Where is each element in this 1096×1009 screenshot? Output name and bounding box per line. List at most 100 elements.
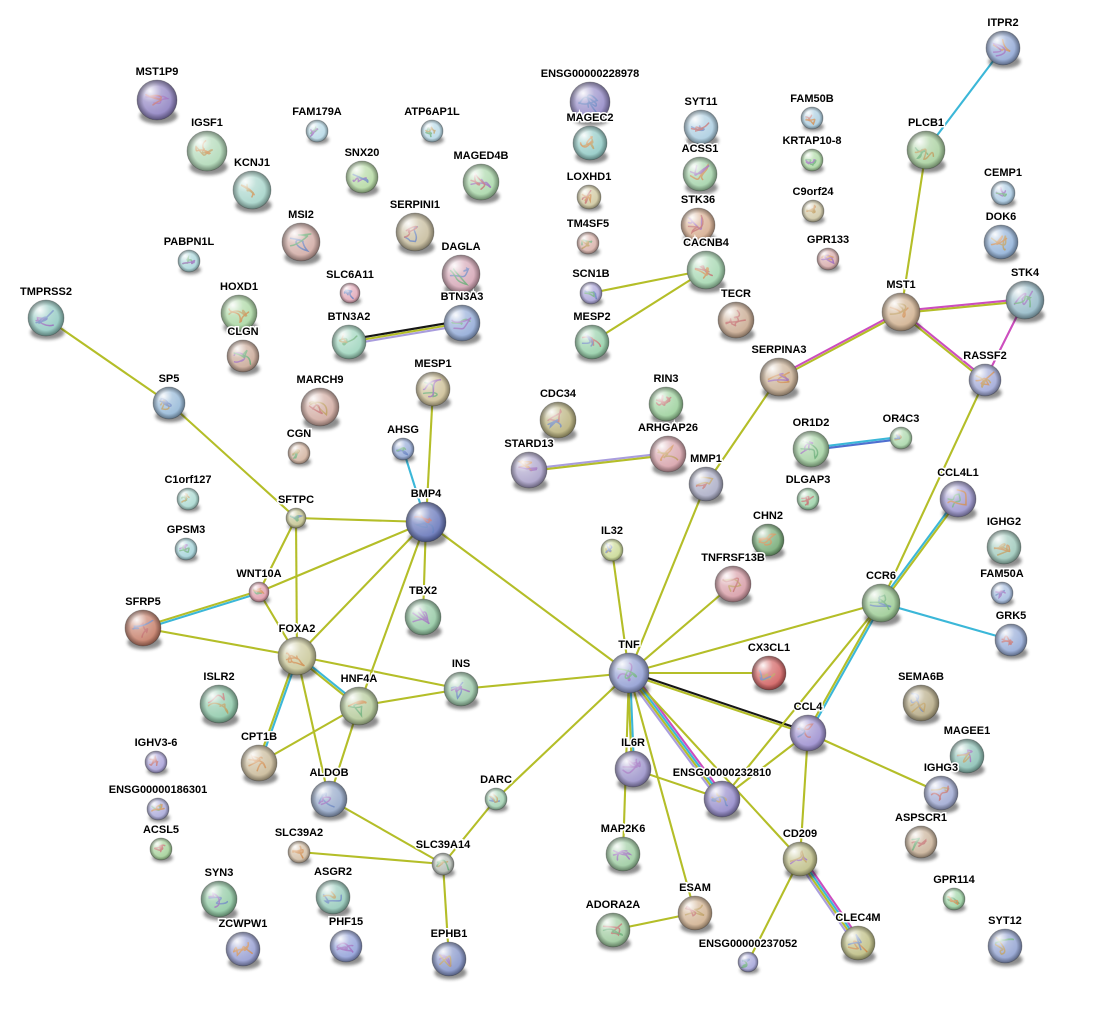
node-WNT10A[interactable] bbox=[248, 581, 270, 604]
node-TNFRSF13B[interactable] bbox=[714, 565, 752, 606]
edge-SERPINA3-MST1-olive[interactable] bbox=[779, 312, 902, 379]
edge-TNF-ESAM-olive[interactable] bbox=[627, 672, 697, 914]
node-ASGR2[interactable] bbox=[315, 879, 351, 918]
edge-STARD13-ARHGAP26-olive[interactable] bbox=[528, 454, 669, 473]
node-MST1P9[interactable] bbox=[136, 79, 178, 124]
node-CD209[interactable] bbox=[782, 841, 818, 880]
edge-WNT10A-SFRP5-olive[interactable] bbox=[142, 589, 260, 628]
node-C1orf127[interactable] bbox=[176, 487, 200, 513]
edge-PLCB1-ITPR2-cyan[interactable] bbox=[925, 47, 1004, 151]
edge-SFRP5-FOXA2-olive[interactable] bbox=[142, 626, 298, 658]
edge-TNF-MMP1-olive[interactable] bbox=[628, 483, 707, 674]
edge-TMPRSS2-SP5-olive[interactable] bbox=[45, 317, 170, 404]
node-IGHV3-6[interactable] bbox=[144, 750, 168, 776]
node-SYN3[interactable] bbox=[200, 880, 238, 921]
edge-TNF-TNFRSF13B-olive[interactable] bbox=[628, 583, 734, 674]
node-GPSM3[interactable] bbox=[174, 537, 198, 563]
edge-TNF-CD209-olive[interactable] bbox=[628, 672, 801, 860]
node-ENSG00000228978[interactable] bbox=[569, 81, 611, 126]
node-SFTPC[interactable] bbox=[285, 507, 307, 530]
edge-RASSF2-CCR6-olive[interactable] bbox=[880, 379, 986, 604]
node-RIN3[interactable] bbox=[648, 386, 684, 425]
node-BTN3A3[interactable] bbox=[443, 304, 481, 345]
node-DLGAP3[interactable] bbox=[796, 487, 820, 513]
edge-MESP2-CACNB4-olive[interactable] bbox=[591, 269, 707, 343]
edge-BTN3A2-BTN3A3-lilac[interactable] bbox=[349, 324, 463, 346]
node-DAGLA[interactable] bbox=[441, 254, 481, 297]
edge-MESP1-BMP4-olive[interactable] bbox=[424, 388, 435, 523]
node-ENSG00000237052[interactable] bbox=[737, 951, 759, 974]
edge-SP5-SFTPC-olive[interactable] bbox=[168, 402, 297, 519]
node-SERPINA3[interactable] bbox=[759, 357, 799, 400]
edge-FOXA2-INS-olive[interactable] bbox=[296, 654, 462, 691]
node-TM4SF5[interactable] bbox=[576, 231, 600, 257]
node-CDC34[interactable] bbox=[539, 401, 577, 442]
edge-CCR6-GRK5-cyan[interactable] bbox=[880, 601, 1012, 642]
node-CX3CL1[interactable] bbox=[751, 655, 787, 694]
edge-TNF-IL32-olive[interactable] bbox=[610, 549, 631, 674]
node-PABPN1L[interactable] bbox=[177, 249, 201, 275]
node-MAGED4B[interactable] bbox=[462, 163, 500, 204]
edge-MST1-PLCB1-olive[interactable] bbox=[899, 149, 928, 313]
edge-SLC39A2-SLC39A14-olive[interactable] bbox=[298, 850, 444, 866]
edge-TNF-ENSG00000232810-lilac[interactable] bbox=[625, 674, 721, 802]
node-FAM50B[interactable] bbox=[800, 106, 824, 132]
node-HOXD1[interactable] bbox=[220, 294, 258, 335]
node-FOXA2[interactable] bbox=[277, 636, 317, 679]
node-INS[interactable] bbox=[443, 671, 479, 710]
node-GPR114[interactable] bbox=[942, 887, 966, 913]
node-MST1[interactable] bbox=[881, 292, 921, 335]
node-SYT11[interactable] bbox=[683, 109, 719, 148]
node-BMP4[interactable] bbox=[405, 501, 447, 546]
node-STK4[interactable] bbox=[1005, 280, 1045, 323]
node-OR4C3[interactable] bbox=[889, 426, 913, 452]
node-FAM50A[interactable] bbox=[990, 581, 1014, 607]
node-SLC6A11[interactable] bbox=[339, 282, 361, 305]
node-AHSG[interactable] bbox=[391, 437, 415, 463]
edge-ALDOB-SLC39A14-olive[interactable] bbox=[328, 798, 444, 865]
node-CLEC4M[interactable] bbox=[840, 925, 876, 964]
edge-CCR6-CCL4-cyan[interactable] bbox=[808, 603, 883, 735]
node-TECR[interactable] bbox=[717, 301, 755, 342]
node-ENSG00000232810[interactable] bbox=[703, 780, 741, 821]
node-SFRP5[interactable] bbox=[124, 609, 162, 650]
node-DOK6[interactable] bbox=[983, 224, 1019, 263]
edge-CCR6-ENSG00000232810-olive[interactable] bbox=[721, 602, 882, 800]
node-MAGEC2[interactable] bbox=[572, 125, 608, 164]
edge-BMP4-WNT10A-olive[interactable] bbox=[258, 521, 427, 593]
edge-SFTPC-WNT10A-olive[interactable] bbox=[258, 517, 297, 593]
node-CEMP1[interactable] bbox=[990, 180, 1016, 208]
node-ACSL5[interactable] bbox=[149, 837, 173, 863]
node-SEMA6B[interactable] bbox=[902, 684, 940, 725]
node-CCL4[interactable] bbox=[789, 714, 827, 755]
node-SERPINI1[interactable] bbox=[395, 212, 435, 255]
edge-BMP4-TNF-olive[interactable] bbox=[425, 521, 630, 674]
edge-FOXA2-ALDOB-olive[interactable] bbox=[295, 655, 331, 800]
node-KCNJ1[interactable] bbox=[232, 170, 272, 213]
node-CPT1B[interactable] bbox=[240, 744, 278, 785]
node-HNF4A[interactable] bbox=[339, 686, 379, 729]
edge-SERPINA3-MST1-magenta[interactable] bbox=[778, 310, 901, 377]
node-KRTAP10-8[interactable] bbox=[800, 148, 824, 174]
edge-TNF-CCL4-black[interactable] bbox=[629, 670, 809, 733]
edge-BMP4-SFTPC-olive[interactable] bbox=[295, 516, 427, 524]
edge-TNF-CCR6-olive[interactable] bbox=[628, 601, 882, 675]
node-ASPSCR1[interactable] bbox=[904, 825, 938, 862]
node-CCL4L1[interactable] bbox=[939, 480, 977, 521]
edge-SFTPC-FOXA2-olive[interactable] bbox=[294, 517, 299, 657]
node-MAGEE1[interactable] bbox=[949, 738, 985, 777]
node-TMPRSS2[interactable] bbox=[27, 299, 65, 340]
edge-INS-TNF-olive[interactable] bbox=[460, 671, 630, 691]
edge-CCL4-ENSG00000232810-olive[interactable] bbox=[721, 732, 809, 800]
node-MAP2K6[interactable] bbox=[605, 836, 641, 875]
edge-BMP4-HNF4A-olive[interactable] bbox=[358, 521, 427, 707]
node-SCN1B[interactable] bbox=[579, 281, 603, 307]
node-CCR6[interactable] bbox=[861, 583, 901, 626]
node-IL32[interactable] bbox=[600, 538, 624, 564]
node-SNX20[interactable] bbox=[345, 160, 379, 197]
node-IGSF1[interactable] bbox=[186, 130, 228, 175]
node-OR1D2[interactable] bbox=[792, 430, 830, 471]
node-CACNB4[interactable] bbox=[686, 250, 726, 293]
node-GRK5[interactable] bbox=[994, 623, 1028, 660]
